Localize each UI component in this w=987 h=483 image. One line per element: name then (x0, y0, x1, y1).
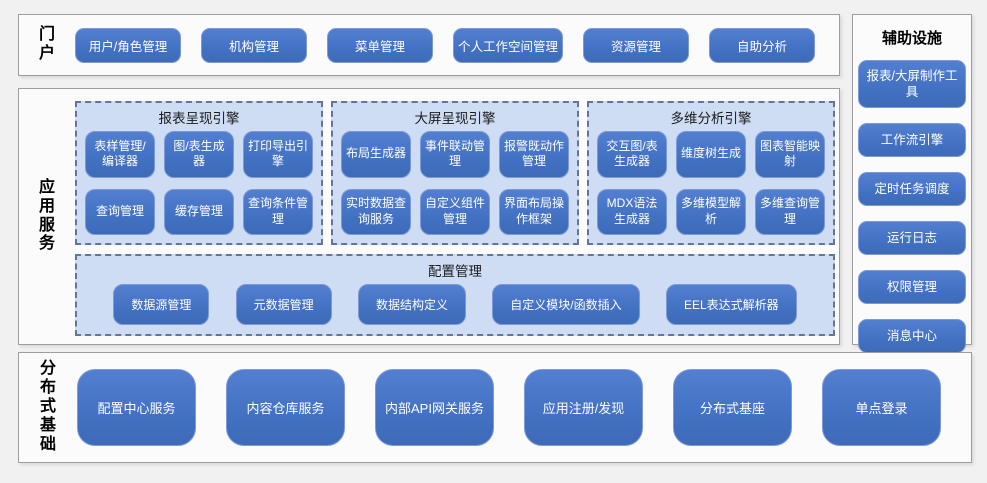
distributed-button-row: 配置中心服务 内容仓库服务 内部API网关服务 应用注册/发现 分布式基座 单点… (77, 369, 971, 446)
engine-button[interactable]: 多维查询管理 (755, 188, 825, 235)
engine-button[interactable]: 界面布局操作框架 (499, 188, 569, 235)
aux-button-runlog[interactable]: 运行日志 (858, 221, 966, 255)
config-button-datasource[interactable]: 数据源管理 (113, 284, 210, 325)
dashboard-engine-container: 大屏呈现引擎 布局生成器 事件联动管理 报警既动作管理 实时数据查询服务 自定义… (331, 101, 579, 245)
dashboard-engine-title: 大屏呈现引擎 (414, 111, 496, 126)
aux-button-message-center[interactable]: 消息中心 (858, 319, 966, 353)
auxiliary-title: 辅助设施 (881, 30, 942, 47)
olap-engine-title: 多维分析引擎 (670, 111, 752, 126)
engine-button[interactable]: 交互图/表生成器 (597, 131, 667, 178)
report-engine-container: 报表呈现引擎 表样管理/编译器 图/表生成器 打印导出引擎 查询管理 缓存管理 … (75, 101, 323, 245)
portal-button-workspace[interactable]: 个人工作空间管理 (453, 27, 564, 63)
dist-button-content-repo[interactable]: 内容仓库服务 (226, 369, 345, 446)
engine-button[interactable]: 自定义组件管理 (420, 188, 490, 235)
app-services-label: 应用服务 (38, 178, 55, 253)
auxiliary-section: 辅助设施 报表/大屏制作工具 工作流引擎 定时任务调度 运行日志 权限管理 消息… (852, 14, 972, 353)
engine-button[interactable]: 实时数据查询服务 (341, 188, 411, 235)
portal-button-user-role[interactable]: 用户/角色管理 (75, 27, 181, 63)
engine-button[interactable]: 查询管理 (85, 188, 155, 235)
portal-button-org[interactable]: 机构管理 (201, 27, 307, 63)
app-services-content: 报表呈现引擎 表样管理/编译器 图/表生成器 打印导出引擎 查询管理 缓存管理 … (75, 89, 839, 344)
engine-button[interactable]: 图表智能映射 (755, 131, 825, 178)
portal-button-row: 用户/角色管理 机构管理 菜单管理 个人工作空间管理 资源管理 自助分析 (75, 27, 839, 63)
engine-button[interactable]: 缓存管理 (164, 188, 234, 235)
app-services-label-column: 应用服务 (19, 89, 75, 344)
engine-button[interactable]: MDX语法生成器 (597, 188, 667, 235)
dist-button-distributed-base[interactable]: 分布式基座 (673, 369, 792, 446)
engine-button[interactable]: 多维模型解析 (676, 188, 746, 235)
portal-button-selfservice[interactable]: 自助分析 (709, 27, 816, 63)
dist-button-api-gateway[interactable]: 内部API网关服务 (375, 369, 494, 446)
dist-button-sso[interactable]: 单点登录 (822, 369, 941, 446)
engine-button[interactable]: 事件联动管理 (420, 131, 490, 178)
portal-label: 门户 (38, 26, 55, 62)
portal-button-resource[interactable]: 资源管理 (583, 27, 690, 63)
engine-button[interactable]: 布局生成器 (341, 131, 411, 178)
config-button-datastructure[interactable]: 数据结构定义 (357, 284, 466, 325)
config-button-row: 数据源管理 元数据管理 数据结构定义 自定义模块/函数插入 EEL表达式解析器 (87, 284, 823, 325)
aux-button-report-maker[interactable]: 报表/大屏制作工具 (858, 60, 966, 108)
engine-button[interactable]: 维度树生成 (676, 131, 746, 178)
portal-button-menu[interactable]: 菜单管理 (327, 27, 433, 63)
config-management-title: 配置管理 (428, 264, 482, 279)
olap-engine-grid: 交互图/表生成器 维度树生成 图表智能映射 MDX语法生成器 多维模型解析 多维… (597, 131, 825, 235)
engine-button[interactable]: 图/表生成器 (164, 131, 234, 178)
dist-button-app-registry[interactable]: 应用注册/发现 (524, 369, 643, 446)
dashboard-engine-grid: 布局生成器 事件联动管理 报警既动作管理 实时数据查询服务 自定义组件管理 界面… (341, 131, 569, 235)
engines-row: 报表呈现引擎 表样管理/编译器 图/表生成器 打印导出引擎 查询管理 缓存管理 … (75, 101, 835, 245)
config-button-custom-module[interactable]: 自定义模块/函数插入 (492, 284, 640, 325)
config-button-eel-parser[interactable]: EEL表达式解析器 (665, 284, 797, 325)
portal-label-column: 门户 (19, 15, 75, 75)
config-management-container: 配置管理 数据源管理 元数据管理 数据结构定义 自定义模块/函数插入 EEL表达… (75, 254, 835, 336)
engine-button[interactable]: 查询条件管理 (243, 188, 313, 235)
distributed-label-column: 分布式基础 (19, 353, 77, 462)
config-button-metadata[interactable]: 元数据管理 (235, 284, 332, 325)
aux-button-workflow[interactable]: 工作流引擎 (858, 123, 966, 157)
report-engine-grid: 表样管理/编译器 图/表生成器 打印导出引擎 查询管理 缓存管理 查询条件管理 (85, 131, 313, 235)
dist-button-config-center[interactable]: 配置中心服务 (77, 369, 196, 446)
distributed-label: 分布式基础 (39, 360, 56, 453)
aux-button-permission[interactable]: 权限管理 (858, 270, 966, 304)
distributed-section: 分布式基础 配置中心服务 内容仓库服务 内部API网关服务 应用注册/发现 分布… (18, 352, 972, 463)
engine-button[interactable]: 表样管理/编译器 (85, 131, 155, 178)
portal-section: 门户 用户/角色管理 机构管理 菜单管理 个人工作空间管理 资源管理 自助分析 (18, 14, 840, 76)
aux-button-scheduler[interactable]: 定时任务调度 (858, 172, 966, 206)
engine-button[interactable]: 报警既动作管理 (499, 131, 569, 178)
app-services-section: 应用服务 报表呈现引擎 表样管理/编译器 图/表生成器 打印导出引擎 查询管理 … (18, 88, 840, 345)
report-engine-title: 报表呈现引擎 (158, 111, 240, 126)
engine-button[interactable]: 打印导出引擎 (243, 131, 313, 178)
olap-engine-container: 多维分析引擎 交互图/表生成器 维度树生成 图表智能映射 MDX语法生成器 多维… (587, 101, 835, 245)
